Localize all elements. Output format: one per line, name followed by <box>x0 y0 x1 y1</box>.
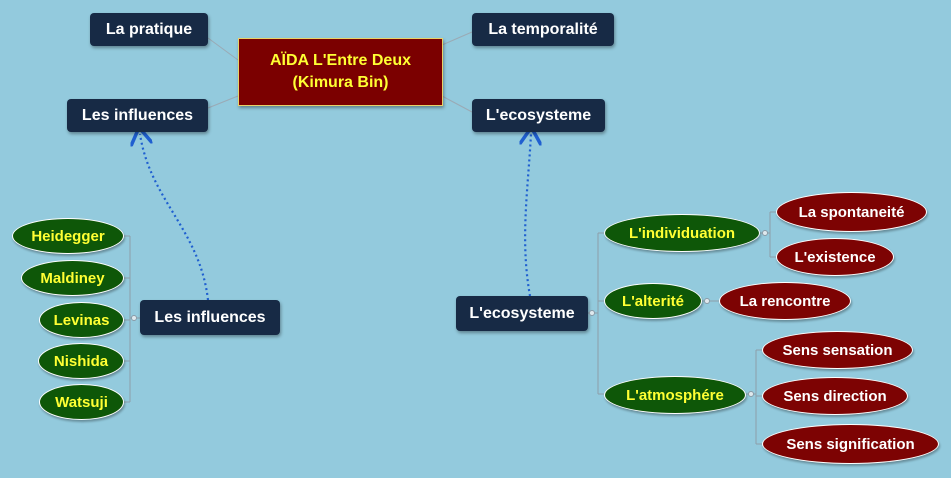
influence-heidegger[interactable]: Heidegger <box>12 218 124 254</box>
central-topic[interactable]: AÏDA L'Entre Deux (Kimura Bin) <box>238 38 443 106</box>
ecosysteme-topic[interactable]: L'ecosysteme <box>456 296 588 331</box>
connector-central-influences <box>207 95 239 109</box>
atmosphere-sens-signification[interactable]: Sens signification <box>762 424 939 464</box>
central-topic-line1: AÏDA L'Entre Deux <box>269 52 411 69</box>
influence-nishida[interactable]: Nishida <box>38 343 124 379</box>
branch-la-temporalite[interactable]: La temporalité <box>472 13 614 46</box>
branch-l-ecosysteme[interactable]: L'ecosysteme <box>472 99 605 132</box>
alterite-rencontre[interactable]: La rencontre <box>719 282 851 320</box>
atmosphere-sens-sensation[interactable]: Sens sensation <box>762 331 913 369</box>
collapse-dot-individuation[interactable] <box>762 230 768 236</box>
connector-atmosphere-tree <box>746 349 762 445</box>
connector-central-pratique <box>207 37 239 61</box>
ecosysteme-individuation[interactable]: L'individuation <box>604 214 760 252</box>
dotted-arrow-influences <box>140 134 210 301</box>
ecosysteme-alterite[interactable]: L'alterité <box>604 283 702 319</box>
atmosphere-sens-direction[interactable]: Sens direction <box>762 377 908 415</box>
collapse-dot-atmosphere[interactable] <box>748 391 754 397</box>
central-topic-line2: (Kimura Bin) <box>292 74 389 91</box>
ecosysteme-atmosphere[interactable]: L'atmosphére <box>604 376 746 414</box>
dotted-arrow-ecosysteme <box>525 134 531 297</box>
branch-les-influences[interactable]: Les influences <box>67 99 208 132</box>
individuation-spontaneite[interactable]: La spontaneité <box>776 192 927 232</box>
branch-la-pratique[interactable]: La pratique <box>90 13 208 46</box>
collapse-dot-ecosysteme[interactable] <box>589 310 595 316</box>
connector-central-temporalite <box>441 31 473 46</box>
influence-watsuji[interactable]: Watsuji <box>39 384 124 420</box>
connector-central-ecosysteme <box>441 95 473 113</box>
influences-topic[interactable]: Les influences <box>140 300 280 335</box>
influence-maldiney[interactable]: Maldiney <box>21 260 124 296</box>
collapse-dot-alterite[interactable] <box>704 298 710 304</box>
individuation-existence[interactable]: L'existence <box>776 238 894 276</box>
collapse-dot-influences[interactable] <box>131 315 137 321</box>
influence-levinas[interactable]: Levinas <box>39 302 124 338</box>
